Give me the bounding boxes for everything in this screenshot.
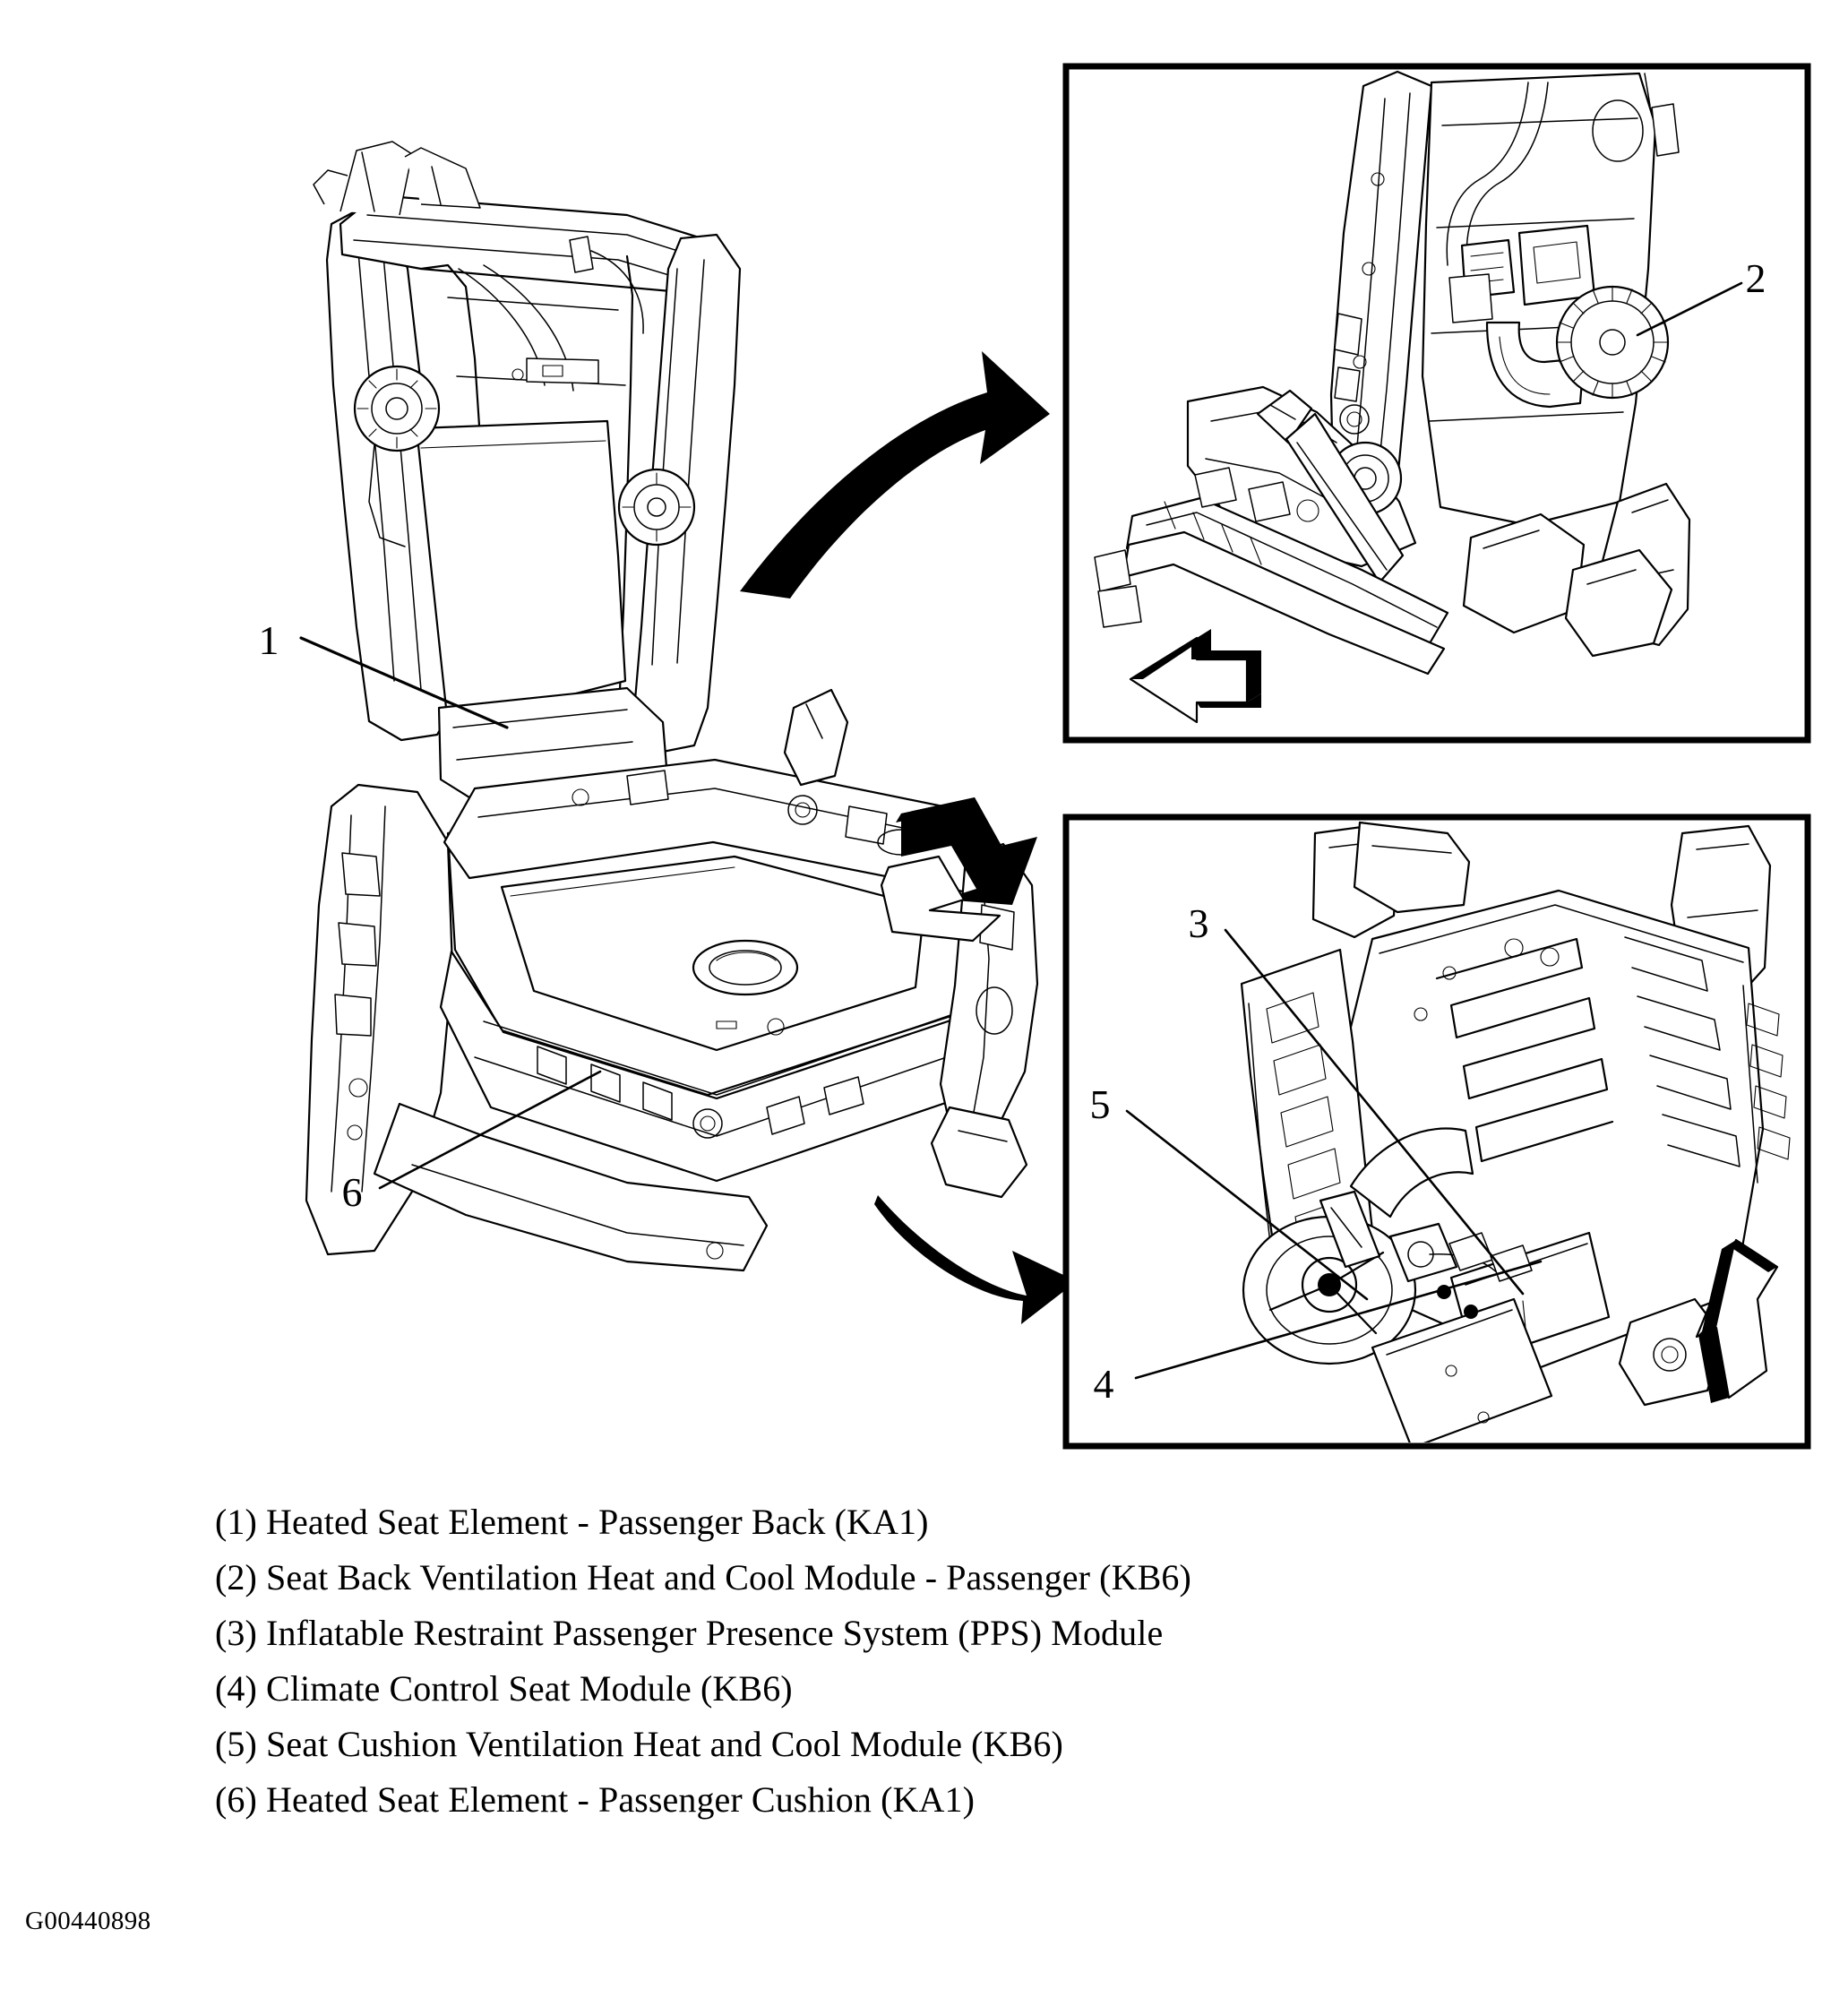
curved-arrow-to-top-detail (740, 351, 1050, 598)
curved-arrow-to-bottom-detail (874, 1195, 1077, 1324)
callout-6: 6 (342, 1169, 363, 1215)
seat-cushion-underside-detail (1062, 814, 1811, 1450)
detail-callout-leaders (1125, 281, 1743, 1380)
legend-item-3: (3) Inflatable Restraint Passenger Prese… (215, 1613, 1164, 1653)
view-direction-arrow-left (1129, 629, 1261, 724)
callout-5: 5 (1090, 1081, 1111, 1127)
main-seat-assembly-view (305, 141, 1039, 1272)
figure-area: 1 2 3 4 5 6 (259, 63, 1811, 1450)
cushion-heater-serpentine (1435, 936, 1741, 1167)
cushion-rail-hardware (537, 1046, 864, 1139)
seat-back-frame (313, 141, 742, 808)
callout-4: 4 (1094, 1361, 1114, 1407)
callout-1: 1 (259, 617, 279, 663)
seat-back-air-duct (1485, 321, 1586, 409)
legend-list: (1) Heated Seat Element - Passenger Back… (215, 1494, 1738, 1828)
callout-numbers: 1 2 3 4 5 6 (259, 255, 1766, 1407)
legend-item-4: (4) Climate Control Seat Module (KB6) (215, 1668, 793, 1709)
legend-item-2: (2) Seat Back Ventilation Heat and Cool … (215, 1557, 1191, 1597)
legend-item-5: (5) Seat Cushion Ventilation Heat and Co… (215, 1724, 1063, 1764)
cushion-pan-grommet (692, 939, 799, 996)
seat-back-rear-detail (1062, 63, 1811, 744)
seat-back-blower-module (1555, 285, 1670, 400)
heated-seat-element-back (415, 419, 627, 719)
legend-item-6: (6) Heated Seat Element - Passenger Cush… (215, 1779, 976, 1820)
view-direction-arrow-down-right (880, 797, 1037, 943)
view-direction-arrow-down (1695, 1238, 1779, 1403)
figure-id-label: G00440898 (25, 1907, 151, 1935)
seat-component-illustration: 1 2 3 4 5 6 (259, 63, 1811, 1450)
callout-3: 3 (1189, 900, 1209, 946)
main-view-callout-leaders (299, 636, 602, 1190)
recliner-mechanism-right (617, 468, 696, 547)
recliner-mechanism-left (353, 365, 441, 547)
legend-item-1: (1) Heated Seat Element - Passenger Back… (215, 1502, 929, 1542)
seat-cushion-frame (305, 688, 1039, 1272)
callout-2: 2 (1746, 255, 1766, 301)
seat-belt-buckle-post (783, 688, 849, 787)
